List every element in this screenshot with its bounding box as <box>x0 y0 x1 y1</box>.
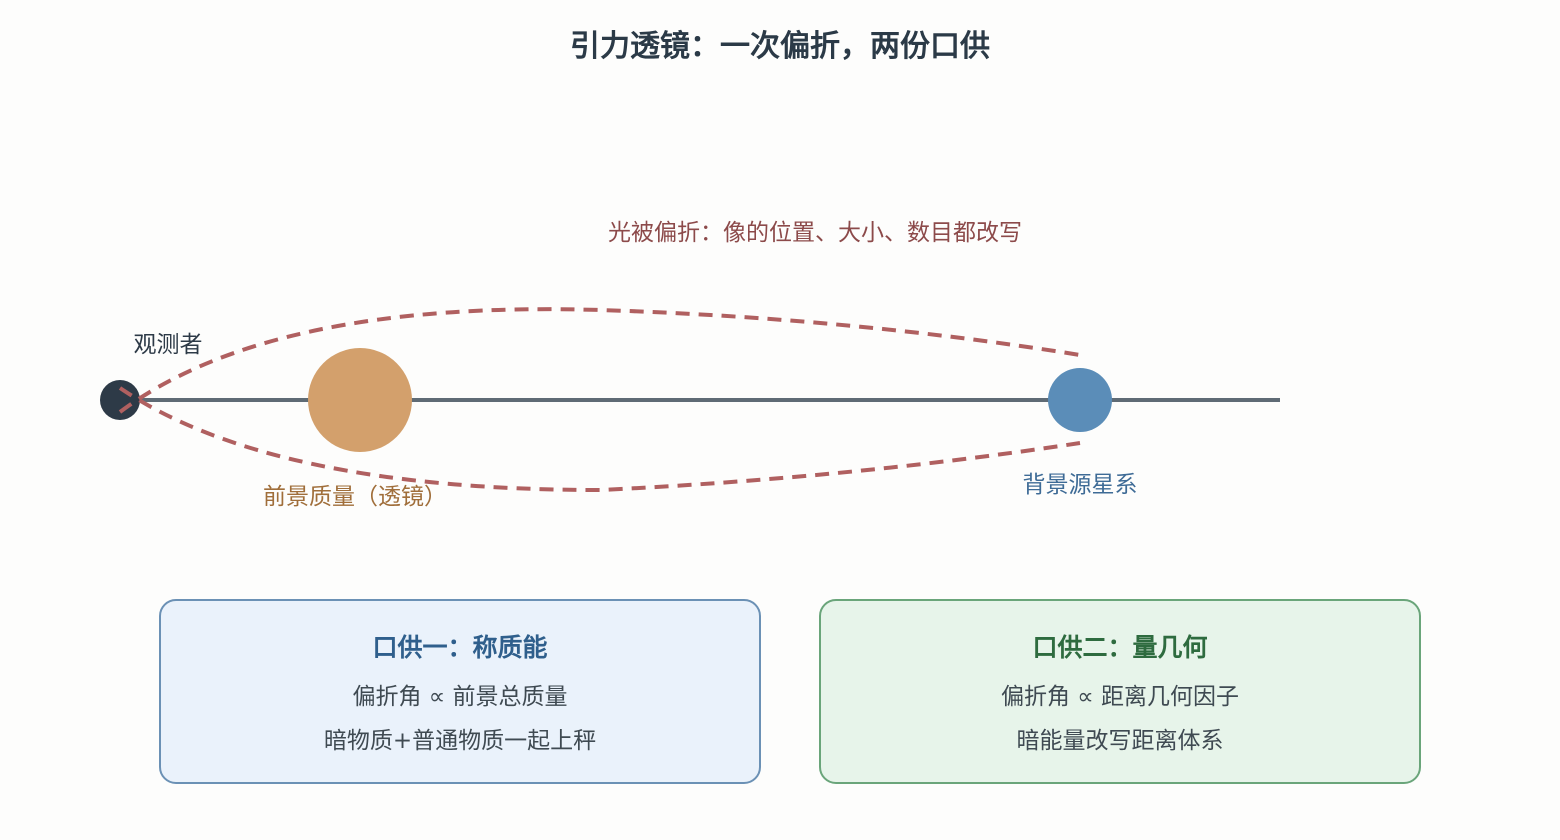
testimony-one-title: 口供一：称质能 <box>372 633 547 662</box>
observer <box>100 380 140 420</box>
lens-mass <box>308 348 412 452</box>
source-galaxy <box>1048 368 1112 432</box>
testimony-two-title: 口供二：量几何 <box>1032 633 1207 662</box>
testimony-two-frame <box>819 599 1421 784</box>
light-path-upper <box>118 307 1081 414</box>
testimony-two-box: 口供二：量几何 偏折角 ∝ 距离几何因子 暗能量改写距离体系 <box>819 599 1421 784</box>
lens-label: 前景质量（透镜） <box>263 484 447 510</box>
testimony-one-line2: 暗物质+普通物质一起上秤 <box>324 728 596 754</box>
source-label: 背景源星系 <box>1023 472 1138 498</box>
testimony-one-line1: 偏折角 ∝ 前景总质量 <box>352 684 567 710</box>
deflection-label: 光被偏折：像的位置、大小、数目都改写 <box>608 220 1022 246</box>
light-path-lower <box>118 386 1081 493</box>
diagram-title: 引力透镜：一次偏折，两份口供 <box>570 29 990 64</box>
observer-label: 观测者 <box>134 332 203 358</box>
testimony-one-box: 口供一：称质能 偏折角 ∝ 前景总质量 暗物质+普通物质一起上秤 <box>159 599 761 784</box>
testimony-one-frame <box>159 599 761 784</box>
testimony-two-line2: 暗能量改写距离体系 <box>1017 728 1224 754</box>
testimony-two-line1: 偏折角 ∝ 距离几何因子 <box>1001 684 1239 710</box>
